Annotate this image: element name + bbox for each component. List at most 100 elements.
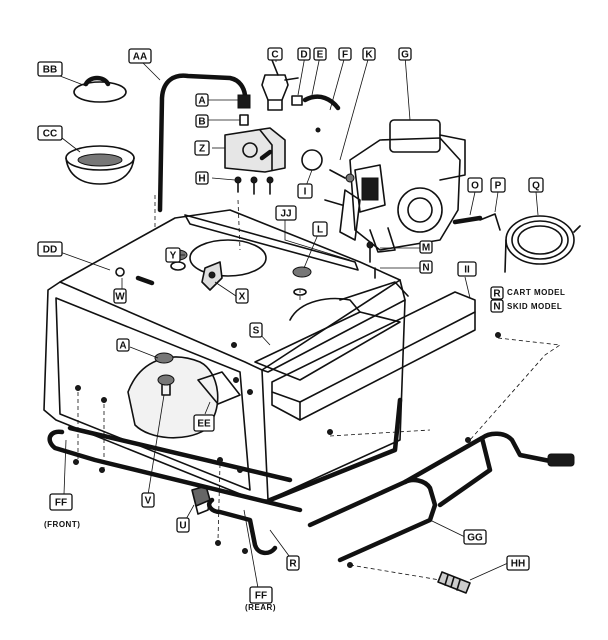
callout-box — [116, 338, 130, 352]
callout-a-tank: A — [116, 338, 130, 352]
callout-h: H — [195, 171, 209, 185]
callout-text: EE — [197, 419, 211, 430]
callout-box — [176, 517, 190, 533]
callout-text: N — [493, 302, 500, 313]
cable-q — [504, 215, 581, 273]
callout-n-legend: N — [490, 299, 504, 313]
legend-skid-model: SKID MODEL — [507, 302, 562, 311]
valve-c — [261, 59, 299, 111]
callout-box — [467, 177, 483, 193]
callout-text: Q — [532, 181, 540, 192]
callout-e: E — [313, 47, 327, 61]
callout-d: D — [297, 47, 311, 61]
plug-u — [191, 485, 211, 515]
callout-text: O — [471, 181, 479, 192]
hardware-bolts — [73, 332, 501, 568]
callout-box — [165, 247, 181, 263]
callout-text: GG — [467, 533, 483, 544]
callout-text: II — [464, 265, 470, 276]
callout-ff-front: FF — [49, 493, 73, 511]
callout-l: L — [312, 221, 328, 237]
callout-c: C — [267, 47, 283, 61]
callout-text: A — [119, 341, 126, 352]
callout-box — [195, 171, 209, 185]
callout-text: FF — [55, 498, 67, 509]
callout-box — [249, 586, 273, 604]
cart-handle-gg — [307, 431, 575, 563]
callout-box — [235, 288, 249, 304]
callout-box — [193, 414, 215, 432]
callout-box — [141, 492, 155, 508]
grommet-l — [292, 266, 312, 296]
screws-h — [234, 176, 274, 195]
callout-s: S — [249, 322, 263, 338]
callout-text: DD — [43, 245, 57, 256]
leader-lines — [59, 55, 539, 589]
callout-box — [463, 529, 487, 545]
channel-bracket — [271, 291, 476, 421]
callout-text: CC — [43, 129, 57, 140]
callout-box — [398, 47, 412, 61]
callout-box — [506, 555, 530, 571]
callout-hh: HH — [506, 555, 530, 571]
callout-box — [419, 260, 433, 274]
callout-box — [312, 221, 328, 237]
callout-text: M — [422, 243, 430, 254]
callout-box — [249, 322, 263, 338]
callout-box — [113, 288, 127, 304]
callout-text: BB — [43, 65, 57, 76]
callout-text: R — [289, 559, 297, 570]
skid-rail-right — [267, 397, 403, 503]
callout-text: E — [317, 50, 324, 61]
skid-rail-front — [47, 425, 303, 513]
fuel-pump — [224, 127, 286, 173]
callout-z: Z — [194, 140, 210, 156]
callout-text: N — [422, 263, 429, 274]
fitting-a-b — [237, 94, 251, 126]
alignment-lines — [77, 195, 562, 581]
callout-text: C — [271, 50, 278, 61]
callout-text: L — [317, 225, 323, 236]
callout-aa: AA — [128, 48, 152, 64]
callout-y: Y — [165, 247, 181, 263]
callout-text: R — [493, 289, 501, 300]
callout-box — [267, 47, 283, 61]
callout-box — [297, 183, 313, 199]
callout-text: Y — [170, 251, 177, 262]
callout-box — [286, 555, 300, 571]
callout-w: W — [113, 288, 127, 304]
plate-ee — [197, 371, 241, 405]
callout-text: W — [115, 292, 125, 303]
cap-a — [154, 352, 174, 364]
callout-ff-rear: FF — [249, 586, 273, 604]
callout-i: I — [297, 183, 313, 199]
callout-cc: CC — [37, 125, 63, 141]
callout-text: JJ — [280, 209, 291, 220]
callout-box — [195, 114, 209, 128]
callout-text: D — [300, 50, 307, 61]
grip-hh — [437, 571, 471, 594]
callout-box — [490, 299, 504, 313]
callout-r-bottom: R — [286, 555, 300, 571]
strainer-cc — [65, 145, 135, 185]
callout-bb: BB — [37, 61, 63, 77]
callout-box — [338, 47, 352, 61]
callout-box — [194, 140, 210, 156]
gauge-x — [201, 261, 223, 291]
callout-text: I — [304, 187, 307, 198]
caption-front: (FRONT) — [44, 520, 80, 529]
callout-gg: GG — [463, 529, 487, 545]
callout-ii: II — [457, 261, 477, 277]
callout-n-engine: N — [419, 260, 433, 274]
callout-box — [528, 177, 544, 193]
callout-text: S — [253, 326, 260, 337]
skid-rail-rear — [206, 497, 278, 556]
callout-box — [490, 286, 504, 300]
model-legend: CART MODEL SKID MODEL — [507, 288, 565, 311]
callout-jj: JJ — [275, 205, 297, 221]
callout-text: P — [495, 181, 502, 192]
callout-f: F — [338, 47, 352, 61]
callout-box — [37, 61, 63, 77]
